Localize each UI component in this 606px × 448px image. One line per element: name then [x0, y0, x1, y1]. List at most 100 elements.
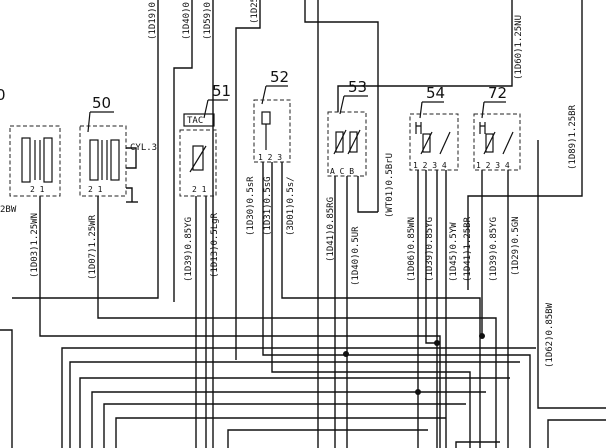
number-leader: [481, 101, 485, 119]
wire-label: (1D25): [250, 0, 260, 24]
component-number: 50: [92, 94, 111, 112]
pin-labels: 2 1: [30, 185, 45, 194]
wire-1d31: [271, 162, 471, 448]
wire-h-418: [115, 417, 446, 448]
wire-label: (1D39)0.85YG: [425, 217, 435, 282]
wire-h-404: [103, 403, 466, 448]
number-leader: [339, 95, 345, 115]
component-number: 0: [0, 86, 6, 104]
sensor-arrow: [439, 131, 451, 155]
component-51: 51 TAC 2 1: [179, 82, 231, 197]
tac-label: TAC: [187, 116, 203, 126]
wire-1d40-top: [173, 0, 193, 302]
wire-label: (1D13)0.5LgR: [210, 212, 220, 278]
wire-h-348: [61, 347, 536, 448]
wire-left-edge: [0, 329, 13, 448]
number-leader: [419, 101, 423, 119]
sensor-arrow: [347, 129, 361, 155]
component-53: 53 A C B: [327, 78, 368, 177]
component-0: 0 2 1 2BW: [0, 86, 61, 215]
wire-label: (1D07)1.25WR: [88, 214, 98, 280]
wire-label: (1D89)1.25BR: [568, 104, 578, 170]
wire-bottom-right: [455, 441, 500, 448]
component-54: 54 1 2 3 4: [409, 84, 459, 171]
component-number: 51: [212, 82, 231, 100]
coil-symbol: [89, 139, 99, 181]
component-72: 72 1 2 3 4: [473, 84, 521, 171]
wire-h-430: [227, 429, 428, 448]
component-50: 50 2 1 CYL.3: [79, 94, 157, 203]
pin-labels: 2 1: [192, 185, 207, 194]
sensor-arrow: [420, 131, 433, 155]
wire-top-loop: [304, 0, 379, 212]
junctions: [343, 333, 485, 395]
wire-1d07: [97, 196, 497, 448]
sensor-arrow: [333, 129, 347, 155]
cylinder-label: CYL.3: [130, 143, 157, 153]
number-leader: [203, 99, 209, 119]
switch-symbol: [261, 111, 271, 125]
component-number: 53: [348, 78, 367, 96]
pin-labels: A C B: [330, 167, 354, 176]
wire-label: (1D59)0.5: [203, 0, 213, 40]
component-number: 72: [488, 84, 507, 102]
wire-54-1d39: [425, 170, 437, 344]
wire-1d30: [262, 162, 531, 448]
sensor-arrow: [502, 131, 514, 155]
wire-labels: (1D19)0.85 (1D40)0.5 (1D59)0.5 (1D25) (1…: [30, 0, 578, 368]
contact-symbol: [479, 122, 486, 134]
junction-dot: [415, 389, 421, 395]
component-box: [79, 125, 127, 197]
wire-label: (3D01)0.5s/: [286, 176, 296, 236]
wire-h-378: [79, 377, 510, 448]
wire-1d03: [39, 196, 441, 448]
tac-tag: [183, 113, 215, 127]
sensor-arrow: [483, 131, 496, 155]
wire-label: (1D30)0.5sR: [246, 176, 256, 236]
contact-symbol: [415, 122, 422, 134]
coil-symbol: [110, 139, 120, 181]
junction-dot: [343, 351, 349, 357]
component-box: [327, 111, 367, 177]
wire-label: (1D62)0.85BW: [545, 302, 555, 368]
junction-dot: [434, 340, 440, 346]
number-leader: [87, 111, 91, 133]
wire-label: (1D39)0.85YG: [184, 217, 194, 282]
wire-label: (1D40)0.5UR: [351, 226, 361, 286]
wire-label: (1D03)1.25WN: [30, 213, 40, 278]
wire-3d01: [281, 162, 481, 448]
component-box: [9, 125, 61, 197]
number-leader: [261, 85, 267, 105]
pin-labels: 1 2 3 4: [476, 161, 510, 170]
component-number: 54: [426, 84, 445, 102]
wire-h-362: [69, 361, 520, 448]
wire-label: (1D19)0.85: [148, 0, 158, 40]
component-number: 52: [270, 68, 289, 86]
wire-1d25: [235, 0, 261, 360]
wire-label: (1D06)0.85WN: [407, 217, 417, 282]
sensor-symbol: [349, 131, 358, 153]
pin-labels: 2 1: [88, 185, 103, 194]
coil-symbol: [21, 137, 31, 183]
cyl-lead: [126, 147, 137, 169]
wire-h-392: [91, 391, 486, 448]
component-box: [253, 99, 291, 163]
sensor-symbol: [485, 133, 494, 153]
component-box: [473, 113, 521, 171]
wire-wt01: [357, 176, 378, 213]
wire-label: (1D31)0.5sG: [263, 176, 273, 236]
wire-label: (1D39)0.85YG: [489, 217, 499, 282]
wire-label: (1D29)0.5GN: [511, 216, 521, 276]
wire-right-tail: [547, 419, 606, 448]
ground-lead: [126, 187, 133, 202]
coil-symbol: [43, 137, 53, 183]
component-52: 52 1 2 3: [253, 68, 291, 163]
sensor-symbol: [335, 131, 344, 153]
wire-1d62: [537, 140, 606, 409]
wire-1d19: [12, 0, 159, 299]
wire-label: (1D41)0.85RG: [326, 197, 336, 262]
sensor-arrow: [189, 145, 207, 173]
component-box: [179, 129, 217, 197]
